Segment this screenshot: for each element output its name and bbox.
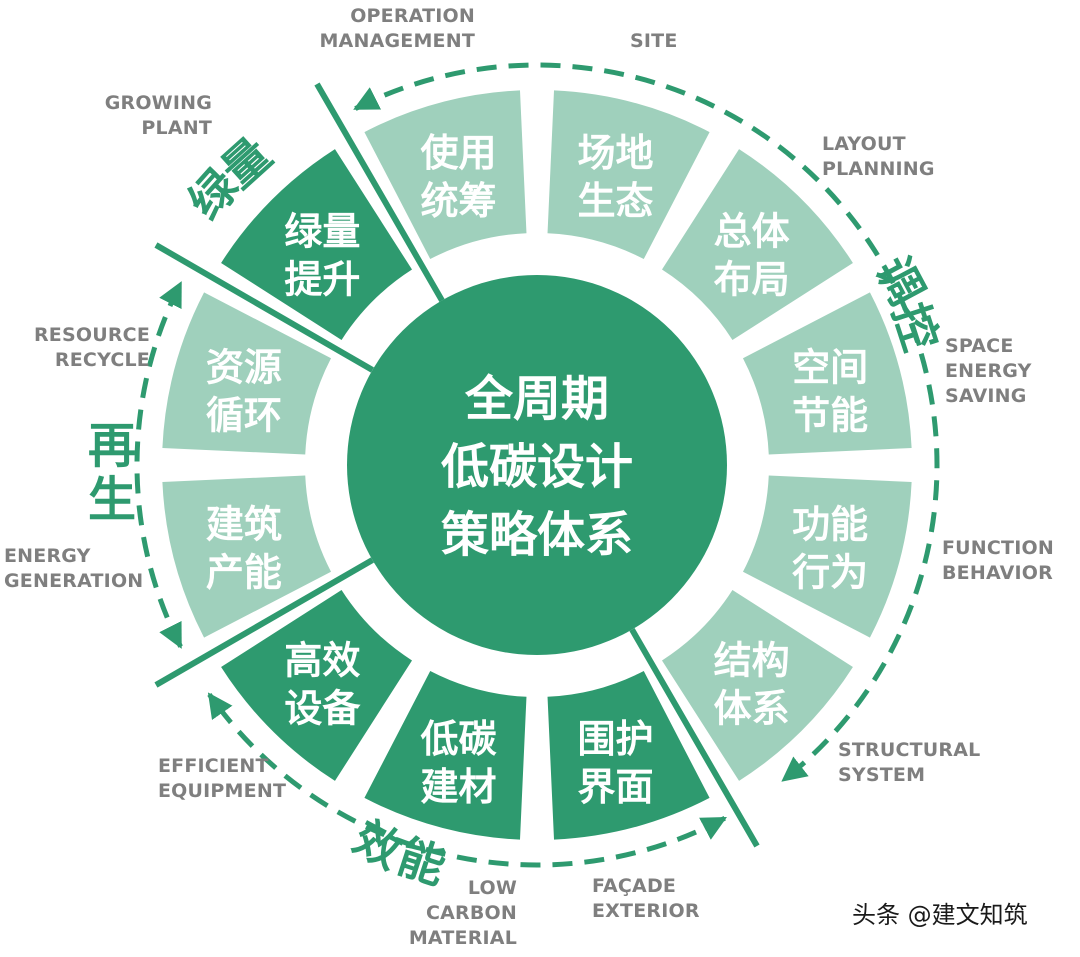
segment-label-line: 高效: [284, 639, 360, 683]
label-function-behavior: FUNCTION BEHAVIOR: [942, 537, 1054, 584]
label-facade-exterior: FAÇADE EXTERIOR: [592, 875, 700, 922]
segment-label-line: 统筹: [420, 179, 496, 223]
segment-label-line: 结构: [714, 639, 790, 683]
center-title-line-2: 低碳设计: [441, 439, 633, 495]
dashed-arc-0: [353, 62, 940, 783]
segment-label-line: 场地: [578, 131, 654, 175]
center-hub: 全周期 低碳设计 策略体系: [347, 275, 727, 655]
label-space-energy-saving: SPACE ENERGY SAVING: [945, 335, 1032, 407]
segment-shape: [162, 475, 332, 638]
dashed-cycle-ring: [134, 62, 940, 868]
label-layout-planning: LAYOUT PLANNING: [822, 133, 935, 180]
label-efficient-equipment: EFFICIENT EQUIPMENT: [158, 755, 287, 802]
segment-label-line: 总体: [714, 209, 790, 253]
label-structural-system: STRUCTURAL SYSTEM: [838, 739, 981, 786]
segment-label-line: 节能: [792, 393, 868, 437]
segment-shape: [221, 589, 413, 781]
segment-shape: [364, 90, 527, 260]
segment-label-line: 提升: [284, 257, 360, 301]
divider-line-0: [314, 82, 445, 302]
segment-label-line: 生态: [578, 179, 654, 223]
segment-ring: 场地生态总体布局空间节能功能行为结构体系围护界面低碳建材高效设备建筑产能资源循环…: [162, 90, 912, 840]
center-title-line-1: 全周期: [464, 371, 609, 427]
segment-label-line: 设备: [284, 687, 361, 731]
segment-shape: [742, 292, 912, 455]
label-operation-management: OPERATION MANAGEMENT: [319, 5, 475, 52]
segment-shape: [364, 670, 527, 840]
segment-shape: [221, 149, 413, 341]
label-growing-plant: GROWING PLANT: [104, 92, 212, 139]
segment-label-line: 低碳: [420, 717, 497, 761]
dashed-arc-2: [134, 281, 183, 649]
segment-label-line: 建材: [420, 765, 496, 809]
segment-label-line: 使用: [420, 131, 496, 175]
divider-line-1: [154, 242, 374, 373]
label-site: SITE: [630, 30, 678, 52]
segment-shape: [742, 475, 912, 638]
segment-label-line: 行为: [792, 551, 868, 595]
segment-label-line: 功能: [792, 503, 868, 547]
dashed-arc-1: [207, 692, 727, 868]
segment-label-line: 产能: [206, 551, 282, 595]
group-divider-lines: [154, 82, 760, 848]
group-label-zaisheng-2: 生: [88, 472, 136, 528]
label-resource-recycle: RESOURCE RECYCLE: [33, 324, 150, 371]
label-low-carbon-material: LOW CARBON MATERIAL: [408, 877, 517, 949]
center-circle: [347, 275, 727, 655]
segment-label-line: 围护: [578, 717, 654, 761]
segment-shape: [547, 90, 710, 260]
watermark: 头条 @建文知筑: [852, 901, 1028, 929]
segment-label-line: 建筑: [206, 503, 282, 547]
segment-label-line: 资源: [206, 345, 282, 389]
segment-label-line: 体系: [714, 687, 790, 731]
segment-label-line: 空间: [792, 345, 868, 389]
segment-shape: [547, 670, 710, 840]
segment-label-line: 界面: [578, 765, 654, 809]
label-energy-generation: ENERGY GENERATION: [4, 545, 144, 592]
group-label-zaisheng-1: 再: [88, 418, 136, 474]
segment-label-line: 布局: [714, 257, 790, 301]
segment-shape: [661, 589, 853, 781]
divider-line-2: [154, 557, 374, 688]
divider-line-3: [629, 628, 760, 848]
center-title-line-3: 策略体系: [441, 507, 633, 563]
segment-label-line: 绿量: [284, 209, 360, 253]
segment-label-line: 循环: [206, 393, 282, 437]
segment-shape: [661, 149, 853, 341]
segment-shape: [162, 292, 332, 455]
